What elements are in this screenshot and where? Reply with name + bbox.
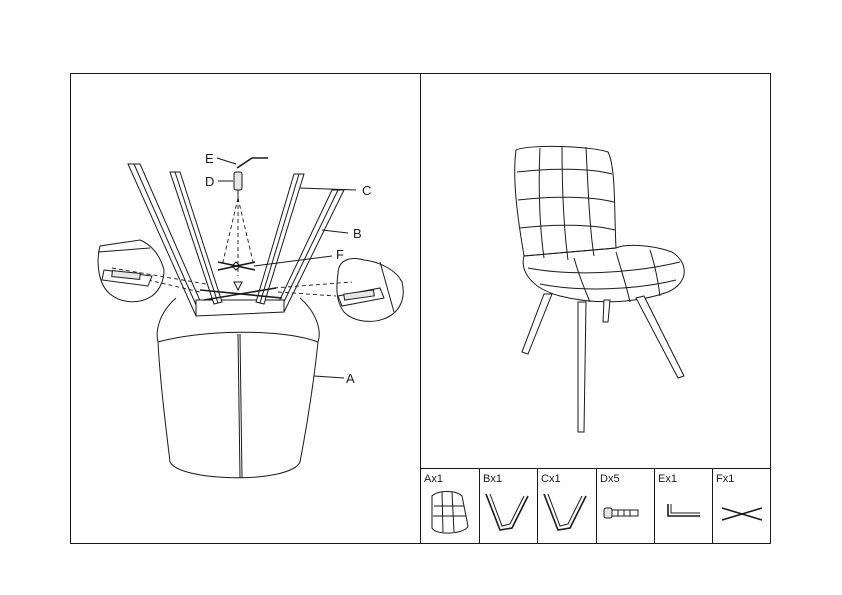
label-f: F xyxy=(336,247,344,262)
bolt-icon xyxy=(603,507,639,519)
part-label-a: Ax1 xyxy=(424,473,443,485)
label-a: A xyxy=(346,371,355,386)
label-d: D xyxy=(205,174,214,189)
leg-pair-icon xyxy=(485,493,529,531)
assembly-guide-lines xyxy=(111,197,353,297)
assembled-chair-illustration xyxy=(514,145,685,433)
parts-list: Ax1 Bx1 Cx1 Dx5 Ex1 Fx1 xyxy=(424,473,763,534)
leg-pair-icon xyxy=(543,493,587,531)
part-leaders xyxy=(216,157,357,379)
assembly-diagram: E D C B F A xyxy=(97,151,404,479)
allen-key-part-e xyxy=(236,157,268,169)
part-label-c: Cx1 xyxy=(541,473,561,485)
cross-brace-icon xyxy=(721,507,763,521)
bolt-part-d xyxy=(233,171,243,198)
part-label-f: Fx1 xyxy=(716,473,734,485)
detail-callout-left xyxy=(97,239,165,303)
part-label-b: Bx1 xyxy=(483,473,502,485)
leg-frame-part-c xyxy=(169,171,305,305)
part-label-e: Ex1 xyxy=(658,473,677,485)
seat-icon xyxy=(431,491,469,534)
allen-key-icon xyxy=(667,504,700,517)
label-e: E xyxy=(205,151,214,166)
seat-part-a xyxy=(156,297,320,479)
cross-brace-part-f xyxy=(217,261,256,271)
label-c: C xyxy=(362,183,371,198)
part-label-d: Dx5 xyxy=(600,473,620,485)
leg-frame-part-b xyxy=(127,163,345,317)
label-b: B xyxy=(353,226,362,241)
detail-callout-right xyxy=(336,258,404,322)
